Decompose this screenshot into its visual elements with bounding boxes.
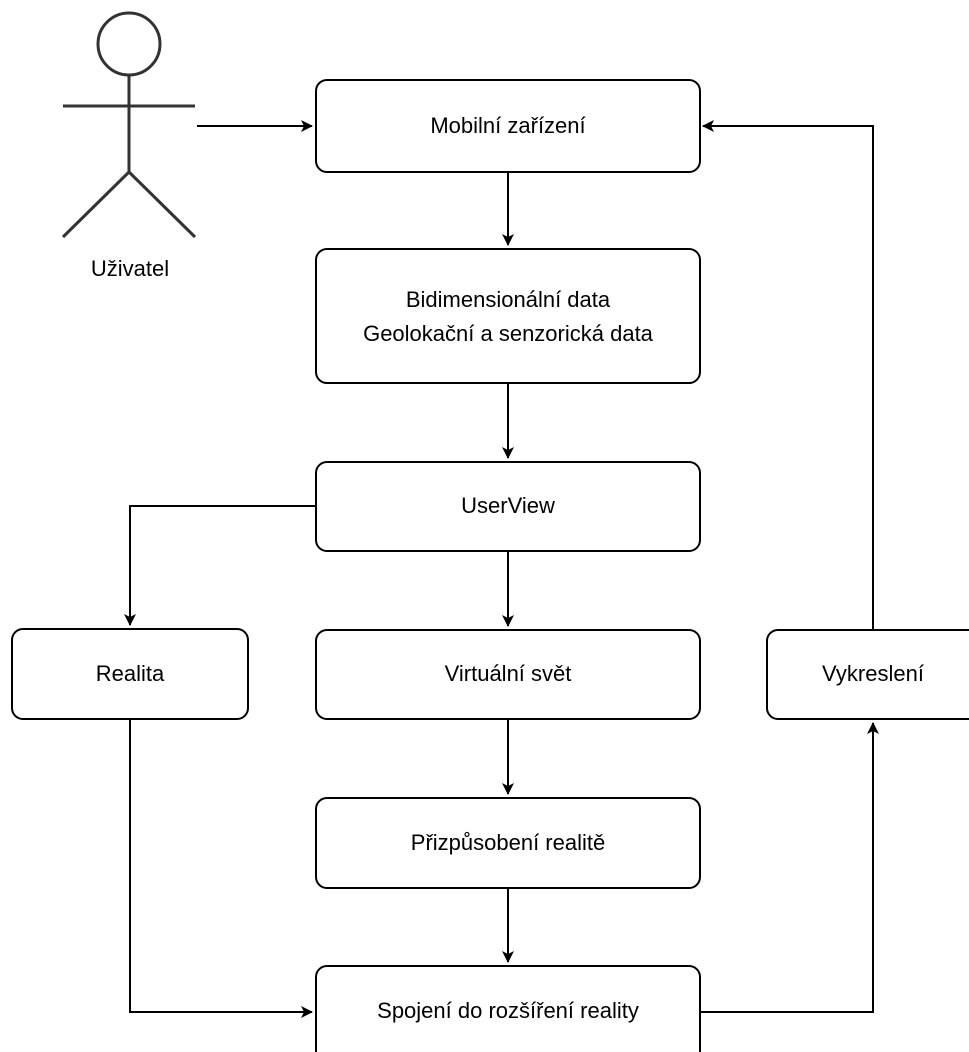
node-adaptation-label: Přizpůsobení realitě [411, 830, 605, 855]
node-userview-label: UserView [461, 493, 555, 518]
edge-reality-to-ar-merge [129, 719, 313, 1018]
node-data-label-line-2: Geolokační a senzorická data [363, 321, 654, 346]
node-data: Bidimensionální data Geolokační a senzor… [315, 248, 701, 384]
user-actor: Uživatel [61, 11, 197, 281]
node-mobile-device-label: Mobilní zařízení [430, 113, 585, 138]
node-reality-label: Realita [96, 661, 165, 686]
node-ar-merge-label: Spojení do rozšíření reality [377, 998, 639, 1023]
node-virtual-world-label: Virtuální svět [445, 661, 572, 686]
node-reality: Realita [11, 628, 249, 720]
edges [124, 120, 879, 1018]
node-rendering: Vykreslení [766, 629, 969, 720]
node-data-label-line-1: Bidimensionální data [406, 287, 611, 312]
node-rendering-label: Vykreslení [822, 661, 924, 686]
edge-ar-merge-to-rendering [701, 722, 879, 1013]
node-adaptation: Přizpůsobení realitě [315, 797, 701, 889]
node-mobile-device: Mobilní zařízení [315, 79, 701, 173]
edge-userview-to-reality [124, 505, 316, 626]
node-ar-merge: Spojení do rozšíření reality [315, 965, 701, 1052]
stick-figure-icon [61, 11, 197, 239]
node-virtual-world: Virtuální svět [315, 629, 701, 720]
node-userview: UserView [315, 461, 701, 552]
edge-rendering-to-mobile-device [702, 120, 874, 630]
actor-label: Uživatel [91, 256, 169, 281]
